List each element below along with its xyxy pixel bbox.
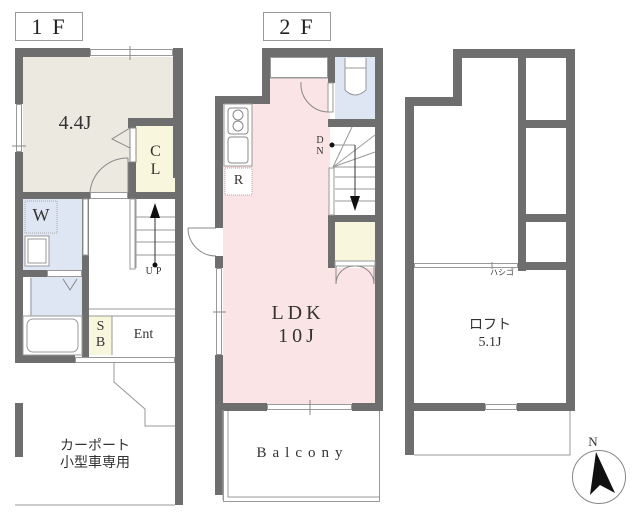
wall xyxy=(215,96,223,228)
window xyxy=(75,357,175,363)
wall xyxy=(453,49,462,104)
shoe-box xyxy=(89,316,112,355)
wall xyxy=(128,118,136,128)
loft-label: ロフト 5.1J xyxy=(455,316,525,352)
wall xyxy=(328,215,335,268)
wall xyxy=(518,120,568,128)
window xyxy=(90,192,128,199)
closet xyxy=(136,126,175,192)
window xyxy=(90,49,173,56)
carport-label-line1: カーポート xyxy=(60,438,130,454)
floor-label-2f: 2F xyxy=(263,12,331,41)
ladder-opening xyxy=(414,263,518,268)
balcony-label: Balcony xyxy=(256,445,349,461)
wall xyxy=(215,96,270,104)
wall xyxy=(453,49,574,58)
stairs-dn-line2: N xyxy=(316,146,324,157)
closet-label-line2: L xyxy=(150,161,161,178)
wall xyxy=(15,48,23,104)
wall xyxy=(328,215,375,222)
wall xyxy=(82,199,89,357)
washroom-label: W xyxy=(32,205,50,225)
wall xyxy=(328,57,335,83)
wall xyxy=(518,214,568,222)
wall xyxy=(15,152,23,357)
stairs-up-label: UP xyxy=(145,266,165,277)
compass-north-label: N xyxy=(588,434,598,449)
storage-closet xyxy=(335,222,375,261)
closet-label-line1: C xyxy=(150,143,161,160)
floor-label-1f: 1F xyxy=(15,12,83,41)
wall xyxy=(15,192,90,199)
wall xyxy=(262,48,270,97)
ldk-room-upper xyxy=(270,78,330,108)
ladder-label: ハシゴ xyxy=(490,268,514,277)
wall xyxy=(518,49,526,271)
wall xyxy=(128,118,175,126)
wall xyxy=(215,355,223,495)
shoe-box-label-line2: B xyxy=(95,335,106,350)
bath-area xyxy=(30,277,82,317)
carport-label-line2: 小型車専用 xyxy=(60,455,130,471)
wall xyxy=(405,97,462,106)
compass xyxy=(572,450,626,504)
wall xyxy=(518,262,568,270)
wall xyxy=(262,48,383,57)
refrigerator-label: R xyxy=(233,173,244,188)
carport-label: カーポート小型車専用 xyxy=(40,438,150,472)
stairs-dn-line1: D xyxy=(316,135,324,146)
wall xyxy=(375,48,383,410)
window xyxy=(47,270,82,277)
wall xyxy=(15,403,23,457)
wall xyxy=(215,403,267,411)
loft-label-line2: 5.1J xyxy=(478,335,502,350)
wall xyxy=(405,403,485,411)
window xyxy=(16,104,22,152)
wall xyxy=(15,48,90,57)
wall xyxy=(517,403,575,411)
wall xyxy=(405,97,414,455)
window xyxy=(485,404,517,410)
ldk-room-lower xyxy=(330,268,375,404)
wall xyxy=(328,119,375,127)
room-4-4j-label: 4.4J xyxy=(58,112,92,134)
ldk-label-line2: 10J xyxy=(278,325,318,347)
entrance-label: Ent xyxy=(133,327,154,342)
wall xyxy=(215,256,223,268)
balcony xyxy=(223,410,380,502)
wall xyxy=(352,403,383,411)
wall xyxy=(15,355,75,363)
ldk-label-line1: LDK xyxy=(271,302,325,324)
wall xyxy=(566,49,575,411)
wall xyxy=(175,48,183,505)
wall xyxy=(128,192,175,199)
wall xyxy=(128,162,136,199)
shoe-box-label-line1: S xyxy=(96,319,105,334)
loft-label-line1: ロフト xyxy=(469,317,511,333)
